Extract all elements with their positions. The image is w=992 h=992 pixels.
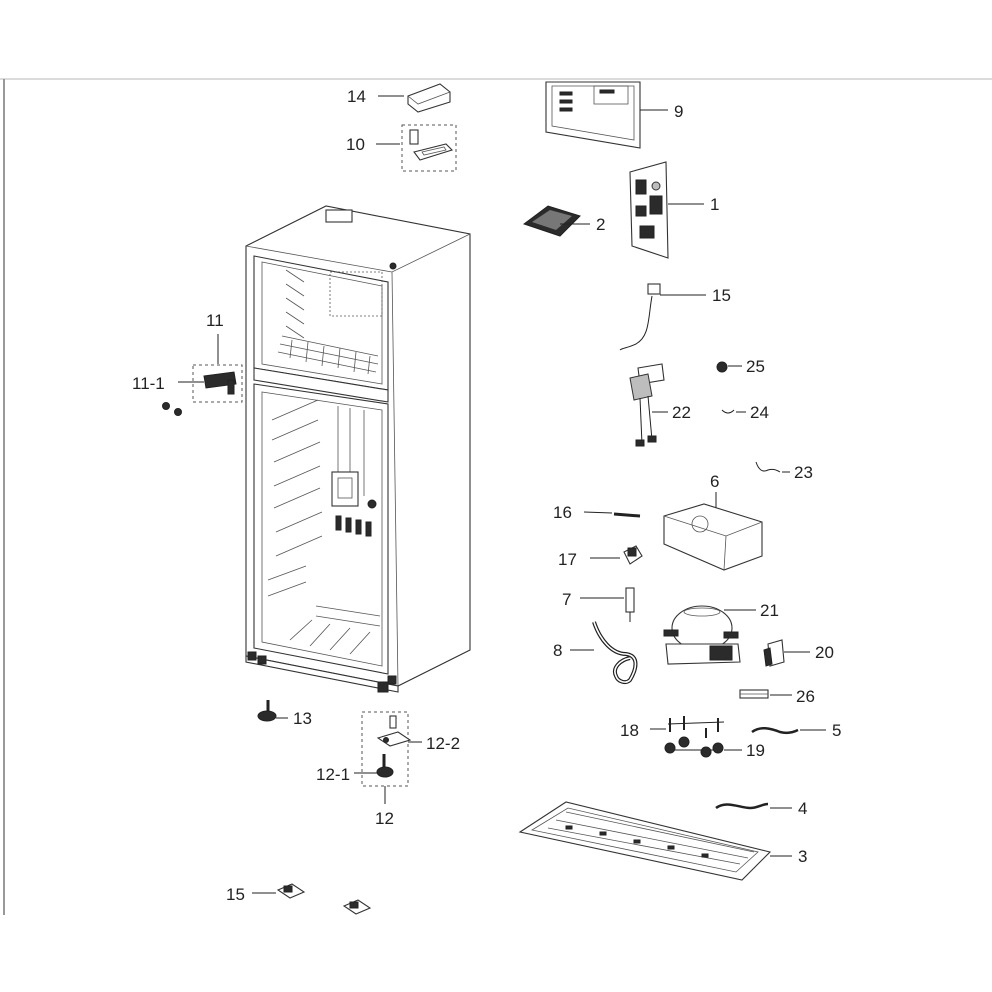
label-22: 22 — [672, 403, 691, 422]
part-7-sensor: 7 — [562, 587, 635, 622]
part-11-hinge: 11 11-1 — [132, 311, 243, 416]
label-26: 26 — [796, 687, 815, 706]
label-24: 24 — [750, 403, 769, 422]
part-10-hinge-cover: 10 — [346, 124, 457, 172]
part-24-clip: 24 — [721, 403, 769, 422]
label-23: 23 — [794, 463, 813, 482]
part-4-wire: 4 — [715, 799, 807, 818]
part-5-wire: 5 — [751, 721, 841, 740]
label-12-2: 12-2 — [426, 734, 460, 753]
part-8-tube: 8 — [553, 621, 638, 685]
label-3: 3 — [798, 847, 807, 866]
label-11: 11 — [206, 311, 224, 330]
part-3-base-plate: 3 — [518, 801, 807, 881]
part-18-19-mounting-hardware: 18 19 — [620, 716, 765, 760]
part-14-top-cap: 14 — [347, 83, 451, 113]
label-12: 12 — [375, 809, 394, 828]
part-9-back-panel: 9 — [545, 81, 683, 149]
part-22-defrost-sensor: 22 — [629, 363, 691, 447]
part-15-power-cord: 15 — [619, 283, 731, 351]
part-25: 25 — [716, 357, 765, 376]
part-21-compressor: 21 — [663, 601, 779, 665]
part-6-drain-tray: 6 — [663, 472, 763, 571]
label-5: 5 — [832, 721, 841, 740]
label-25: 25 — [746, 357, 765, 376]
label-7: 7 — [562, 590, 571, 609]
label-6: 6 — [710, 472, 719, 491]
label-20: 20 — [815, 643, 834, 662]
label-19: 19 — [746, 741, 765, 760]
part-17-relay: 17 — [558, 545, 643, 569]
part-2-cover: 2 — [522, 205, 605, 237]
label-8: 8 — [553, 641, 562, 660]
label-15-top: 15 — [712, 286, 731, 305]
part-16-pin: 16 — [553, 503, 641, 522]
label-10: 10 — [346, 135, 365, 154]
part-12-leg-assembly: 12-2 12-1 12 — [316, 711, 460, 828]
part-20-terminal-cover: 20 — [763, 639, 834, 667]
label-11-1: 11-1 — [132, 374, 165, 393]
label-14: 14 — [347, 87, 366, 106]
label-15-bottom: 15 — [226, 885, 245, 904]
label-2: 2 — [596, 215, 605, 234]
part-15-bottom-clips: 15 — [226, 883, 372, 915]
label-1: 1 — [710, 195, 719, 214]
refrigerator-cabinet — [245, 205, 471, 693]
label-16: 16 — [553, 503, 572, 522]
label-13: 13 — [293, 709, 312, 728]
label-4: 4 — [798, 799, 807, 818]
part-1-control-board: 1 — [629, 161, 719, 259]
label-9: 9 — [674, 102, 683, 121]
label-17: 17 — [558, 550, 577, 569]
label-18: 18 — [620, 721, 639, 740]
part-26-pad: 26 — [739, 687, 815, 706]
label-12-1: 12-1 — [316, 765, 350, 784]
part-13-leveling-foot: 13 — [257, 700, 312, 728]
part-23-wire: 23 — [755, 461, 813, 482]
label-21: 21 — [760, 601, 779, 620]
